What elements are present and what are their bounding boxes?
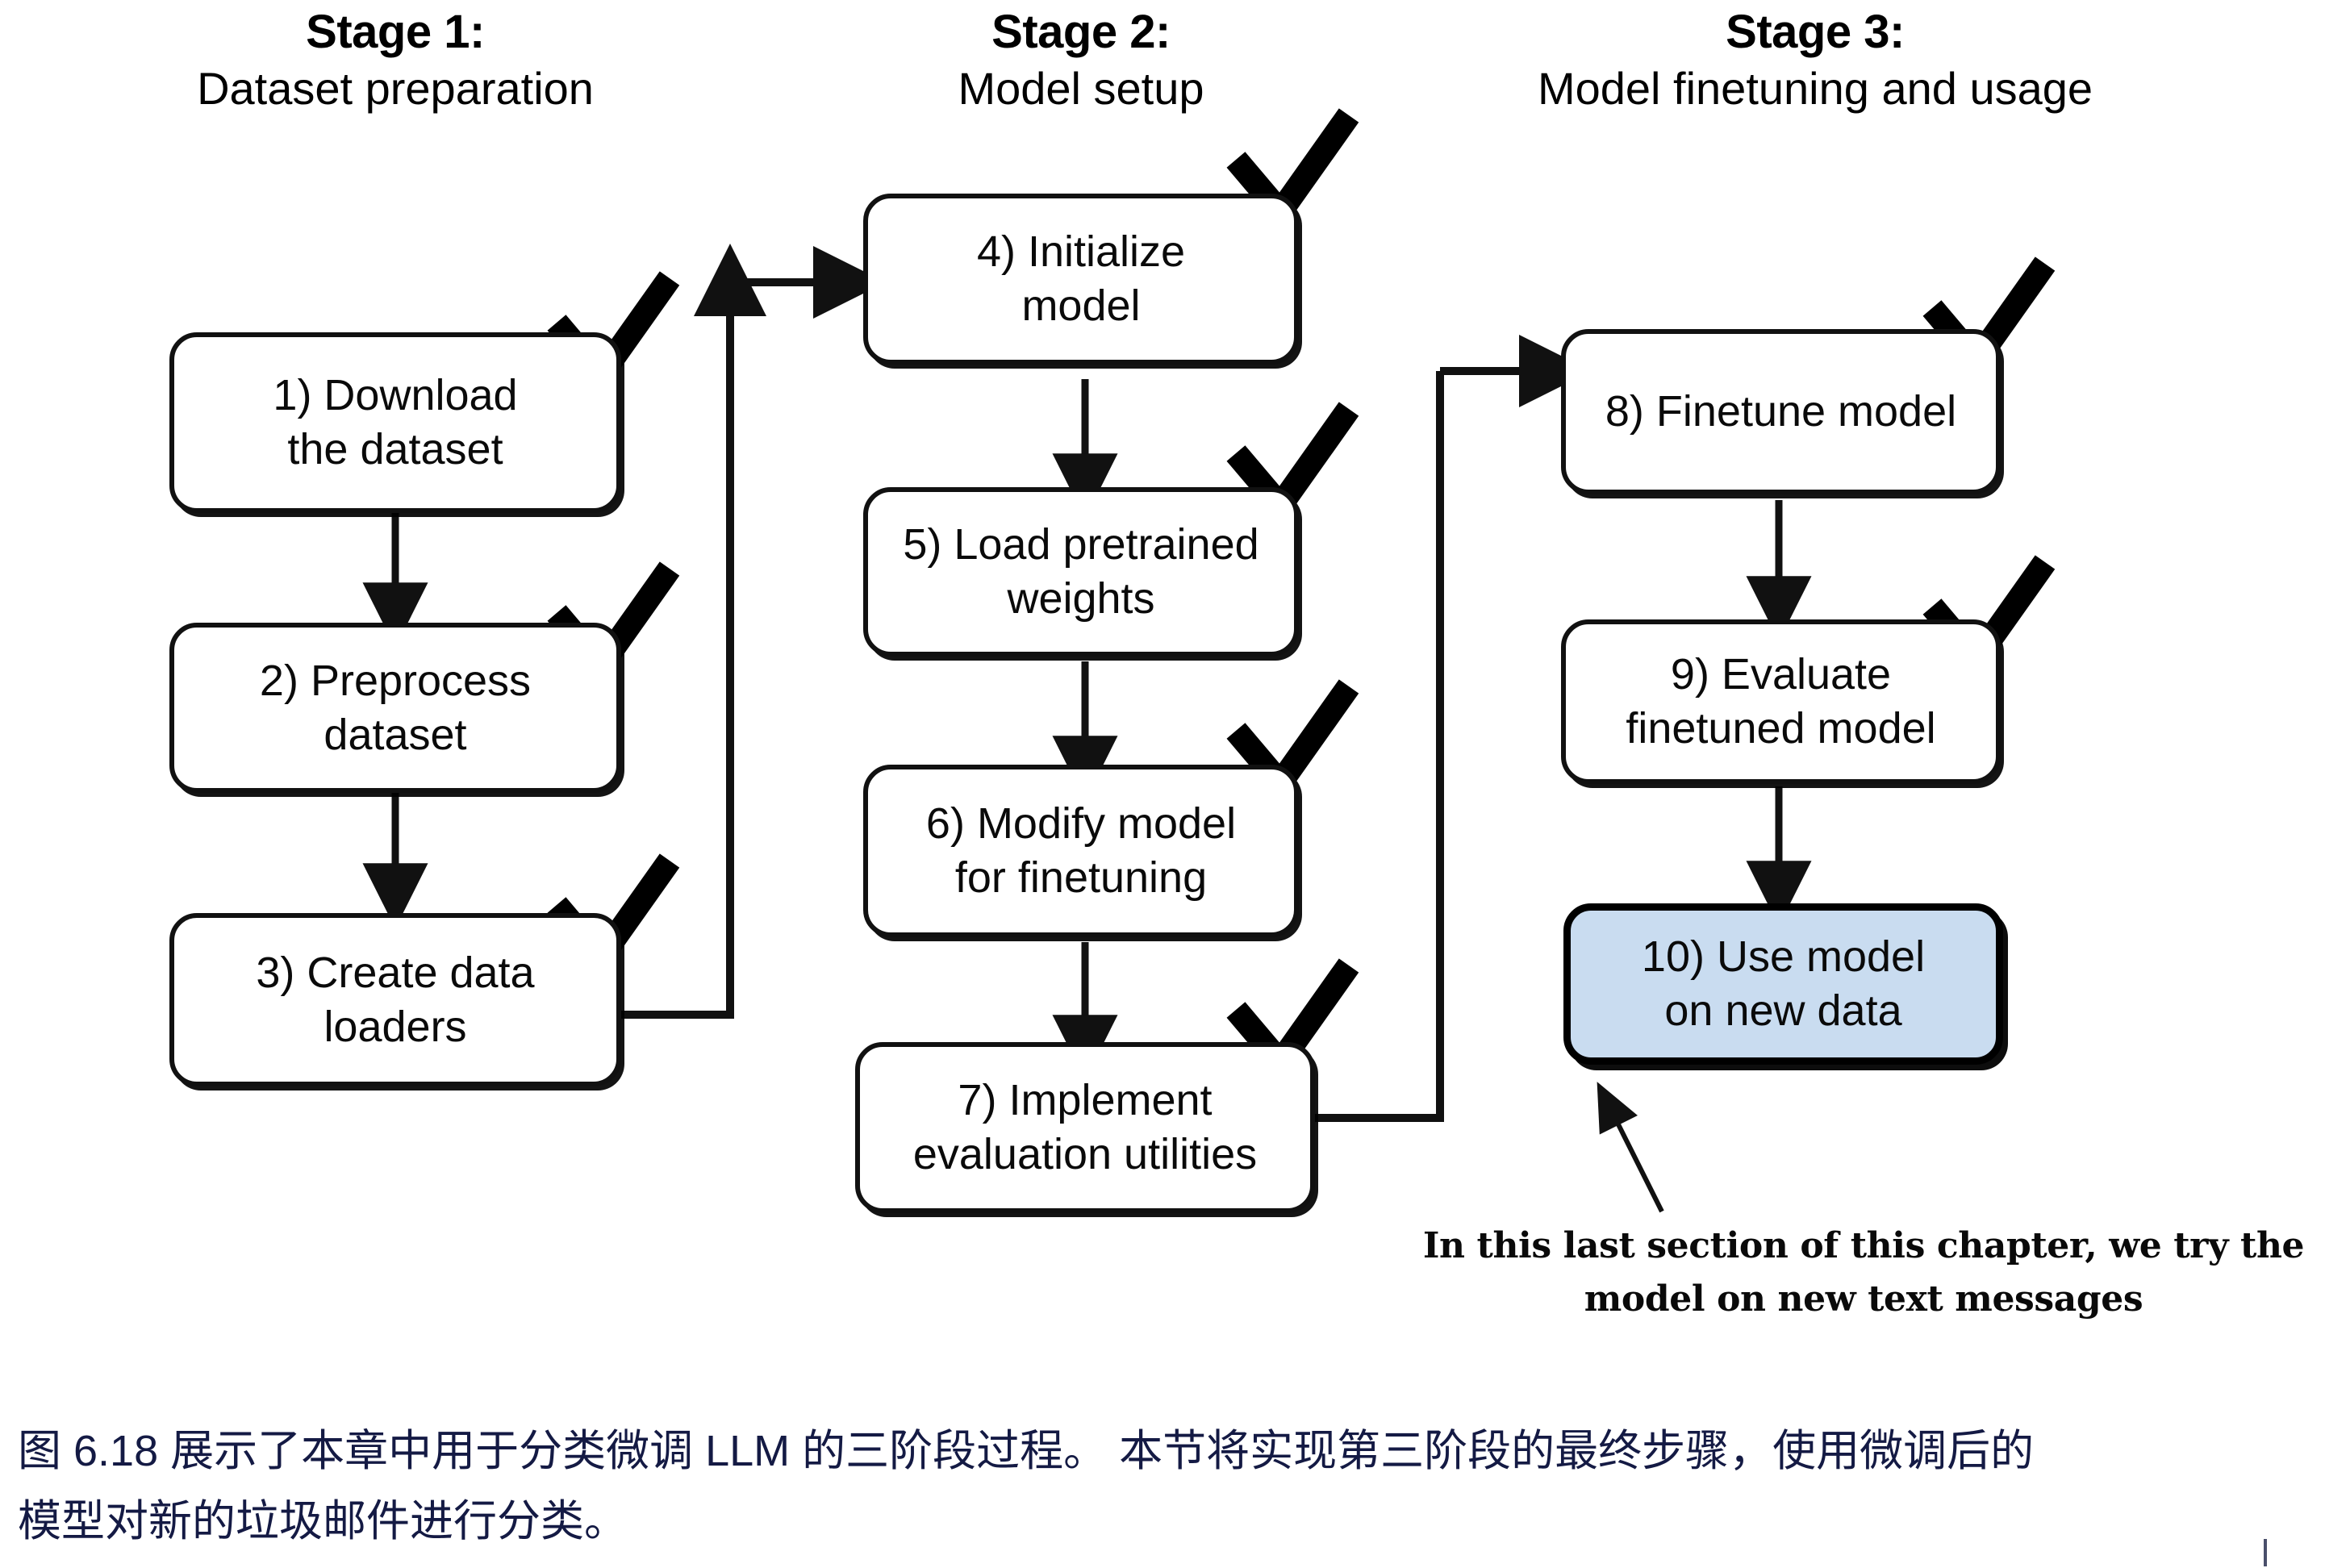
node-8-text: 8) Finetune model [1586,385,1976,439]
node-4-text: 4) Initialize model [958,225,1204,333]
annotation-line1: In this last section of this chapter, we… [1422,1225,2305,1266]
connector-7-to-8 [1315,335,1592,1122]
text-cursor [2264,1539,2267,1566]
stage-3-title: Stage 3: [1726,6,1905,58]
node-9-line2: finetuned model [1626,704,1936,753]
node-preprocess-dataset[interactable]: 2) Preprocess dataset [169,623,621,793]
node-10-text: 10) Use model on new data [1622,930,1944,1038]
node-10-line1: 10) Use model [1641,932,1926,982]
node-9-line1: 9) Evaluate [1670,650,1892,699]
node-1-line1: 1) Download [273,371,518,420]
node-load-pretrained-weights[interactable]: 5) Load pretrained weights [863,487,1299,657]
annotation-line2: model on new text messages [1584,1278,2143,1320]
node-6-text: 6) Modify model for finetuning [907,797,1255,905]
node-8-line1: 8) Finetune model [1605,387,1957,436]
caption-line-2: 模型对新的垃圾邮件进行分类。 [18,1497,628,1546]
node-4-line1: 4) Initialize [976,227,1186,277]
node-download-dataset[interactable]: 1) Download the dataset [169,332,621,513]
annotation-arrow [1597,1082,1664,1213]
stage-3-subtitle: Model finetuning and usage [1537,62,2093,114]
node-3-line2: loaders [323,1002,467,1051]
node-7-text: 7) Implement evaluation utilities [894,1074,1276,1182]
node-5-line2: weights [1007,574,1155,623]
node-1-line2: the dataset [287,425,503,473]
caption-line-1: 图 6.18 展示了本章中用于分类微调 LLM 的三阶段过程。 本节将实现第三阶… [18,1427,2035,1475]
node-1-text: 1) Download the dataset [253,369,536,477]
stage-2-subtitle: Model setup [958,62,1204,114]
stage-heading-1: Stage 1: Dataset preparation [65,6,726,115]
node-2-text: 2) Preprocess dataset [240,654,550,762]
node-finetune-model[interactable]: 8) Finetune model [1561,329,2001,494]
node-use-model-on-new-data[interactable]: 10) Use model on new data [1563,903,2003,1065]
node-evaluate-finetuned-model[interactable]: 9) Evaluate finetuned model [1561,619,2001,784]
figure-caption: 图 6.18 展示了本章中用于分类微调 LLM 的三阶段过程。 本节将实现第三阶… [18,1416,2309,1558]
stage-1-subtitle: Dataset preparation [197,62,594,114]
node-implement-evaluation-utilities[interactable]: 7) Implement evaluation utilities [855,1042,1315,1213]
node-5-line1: 5) Load pretrained [903,520,1259,569]
stage-heading-2: Stage 2: Model setup [766,6,1396,115]
node-2-line1: 2) Preprocess [259,656,532,705]
node-3-line1: 3) Create data [256,948,535,997]
node-6-line2: for finetuning [954,853,1208,902]
node-10-line2: on new data [1664,986,1902,1035]
stage-2-title: Stage 2: [991,6,1171,58]
connector-3-to-4 [621,243,887,1019]
node-9-text: 9) Evaluate finetuned model [1606,648,1955,756]
annotation-note: In this last section of this chapter, we… [1420,1220,2307,1326]
node-4-line2: model [1021,281,1141,330]
node-initialize-model[interactable]: 4) Initialize model [863,194,1299,365]
node-modify-model[interactable]: 6) Modify model for finetuning [863,765,1299,937]
stage-1-title: Stage 1: [306,6,485,58]
node-3-text: 3) Create data loaders [236,946,553,1054]
node-2-line2: dataset [323,710,467,759]
node-5-text: 5) Load pretrained weights [883,518,1278,626]
node-7-line1: 7) Implement [958,1076,1213,1125]
stage-heading-3: Stage 3: Model finetuning and usage [1476,6,2154,115]
node-7-line2: evaluation utilities [912,1130,1258,1178]
node-create-dataloaders[interactable]: 3) Create data loaders [169,913,621,1086]
node-6-line1: 6) Modify model [925,799,1237,849]
